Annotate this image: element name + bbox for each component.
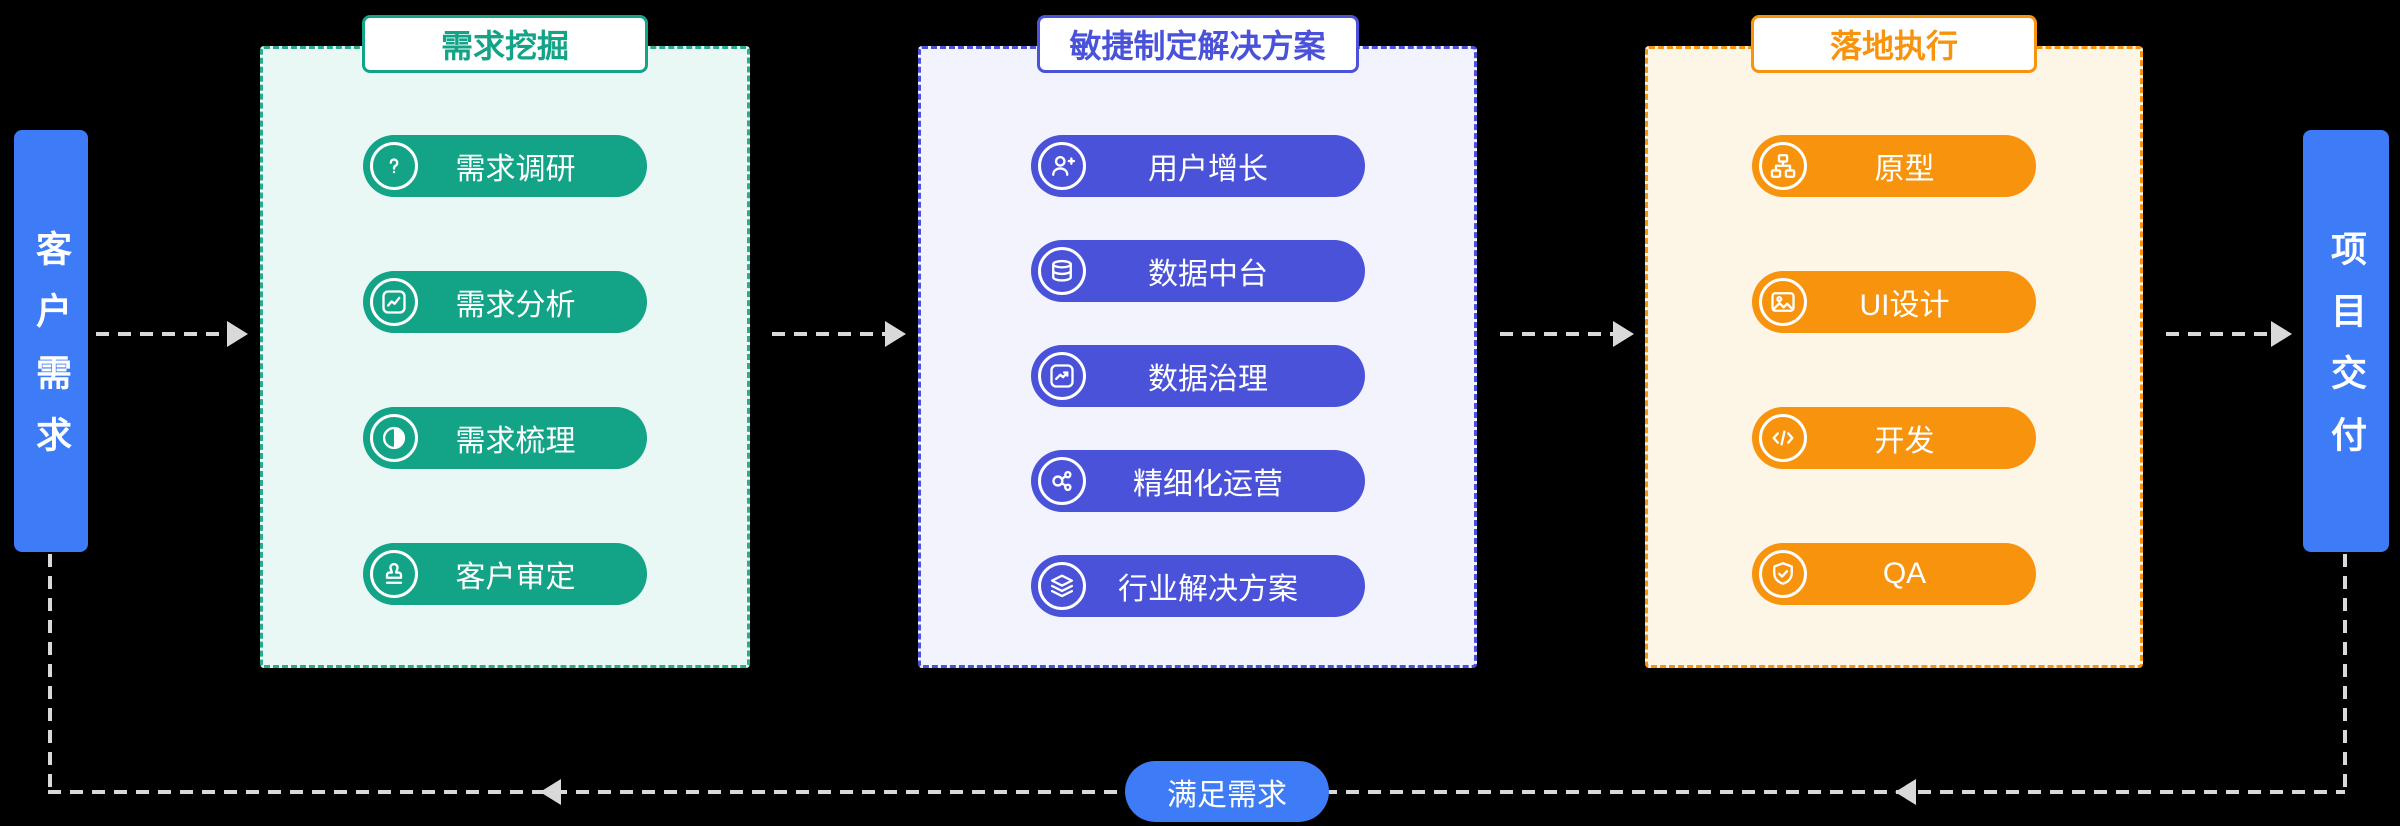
step-label: QA	[1882, 557, 1927, 590]
arrow-right-icon	[2271, 321, 2292, 347]
stamp-icon	[370, 550, 418, 598]
step-label: 用户增长	[1148, 153, 1268, 186]
step-requirement-sorting: 需求梳理	[363, 407, 647, 469]
step-label: 需求分析	[455, 289, 576, 322]
step-label: 原型	[1874, 153, 1935, 186]
step-label: UI设计	[1859, 289, 1950, 322]
step-requirement-analysis: 需求分析	[363, 271, 647, 333]
step-requirement-research: 需求调研	[363, 135, 647, 197]
question-icon	[370, 142, 418, 190]
flow-arrow-3	[1500, 321, 1634, 347]
layers-icon	[1037, 562, 1086, 610]
feedback-line-left	[48, 554, 52, 792]
network-icon	[1037, 457, 1086, 505]
flow-arrow-2	[772, 321, 906, 347]
flow-arrow-4	[2166, 321, 2292, 347]
arrow-left-icon	[1895, 779, 1916, 805]
database-icon	[1037, 247, 1086, 295]
dashed-line	[96, 332, 232, 336]
pie-chart-icon	[370, 414, 418, 462]
step-development: 开发	[1752, 407, 2036, 469]
step-label: 数据治理	[1148, 363, 1268, 396]
panel-title-agile-solution: 敏捷制定解决方案	[1036, 15, 1359, 73]
panel-agile-solution: 敏捷制定解决方案 用户增长 数据中台	[918, 15, 1477, 668]
dashed-line	[1500, 332, 1618, 336]
panel-title-implementation: 落地执行	[1751, 15, 2037, 73]
code-icon	[1759, 414, 1807, 462]
panel-title-requirement-mining: 需求挖掘	[362, 15, 648, 73]
step-ui-design: UI设计	[1752, 271, 2036, 333]
arrow-right-icon	[1613, 321, 1634, 347]
line-chart-icon	[370, 278, 418, 326]
step-label: 开发	[1874, 425, 1935, 458]
arrow-right-icon	[885, 321, 906, 347]
step-prototype: 原型	[1752, 135, 2036, 197]
step-label: 精细化运营	[1133, 468, 1283, 501]
step-label: 客户审定	[455, 561, 576, 594]
step-industry-solutions: 行业解决方案	[1030, 555, 1365, 617]
customer-requirements-label: 客户需求	[31, 230, 72, 478]
arrow-left-icon	[540, 779, 561, 805]
feedback-satisfy-requirements: 满足需求	[1125, 761, 1329, 822]
panel-implementation: 落地执行 原型 UI设计	[1645, 15, 2143, 668]
dashed-line	[2166, 332, 2276, 336]
sitemap-icon	[1759, 142, 1807, 190]
customer-requirements-node: 客户需求	[14, 130, 88, 552]
step-label: 行业解决方案	[1118, 573, 1298, 606]
step-label: 需求调研	[455, 153, 576, 186]
shield-check-icon	[1759, 550, 1807, 598]
image-icon	[1759, 278, 1807, 326]
arrow-right-icon	[227, 321, 248, 347]
feedback-line-right	[2343, 554, 2347, 792]
step-label: 需求梳理	[455, 425, 576, 458]
chart-arrow-icon	[1037, 352, 1086, 400]
step-customer-approval: 客户审定	[363, 543, 647, 605]
user-plus-icon	[1037, 142, 1086, 190]
flow-arrow-1	[96, 321, 248, 347]
step-qa: QA	[1752, 543, 2036, 605]
feedback-label: 满足需求	[1167, 778, 1287, 812]
dashed-line	[772, 332, 890, 336]
step-data-governance: 数据治理	[1030, 345, 1365, 407]
panel-requirement-mining: 需求挖掘 需求调研 需求分析	[260, 15, 750, 668]
step-user-growth: 用户增长	[1030, 135, 1365, 197]
step-data-platform: 数据中台	[1030, 240, 1365, 302]
step-refined-operations: 精细化运营	[1030, 450, 1365, 512]
step-label: 数据中台	[1148, 258, 1268, 291]
project-delivery-label: 项目交付	[2326, 230, 2367, 478]
project-delivery-node: 项目交付	[2303, 130, 2389, 552]
